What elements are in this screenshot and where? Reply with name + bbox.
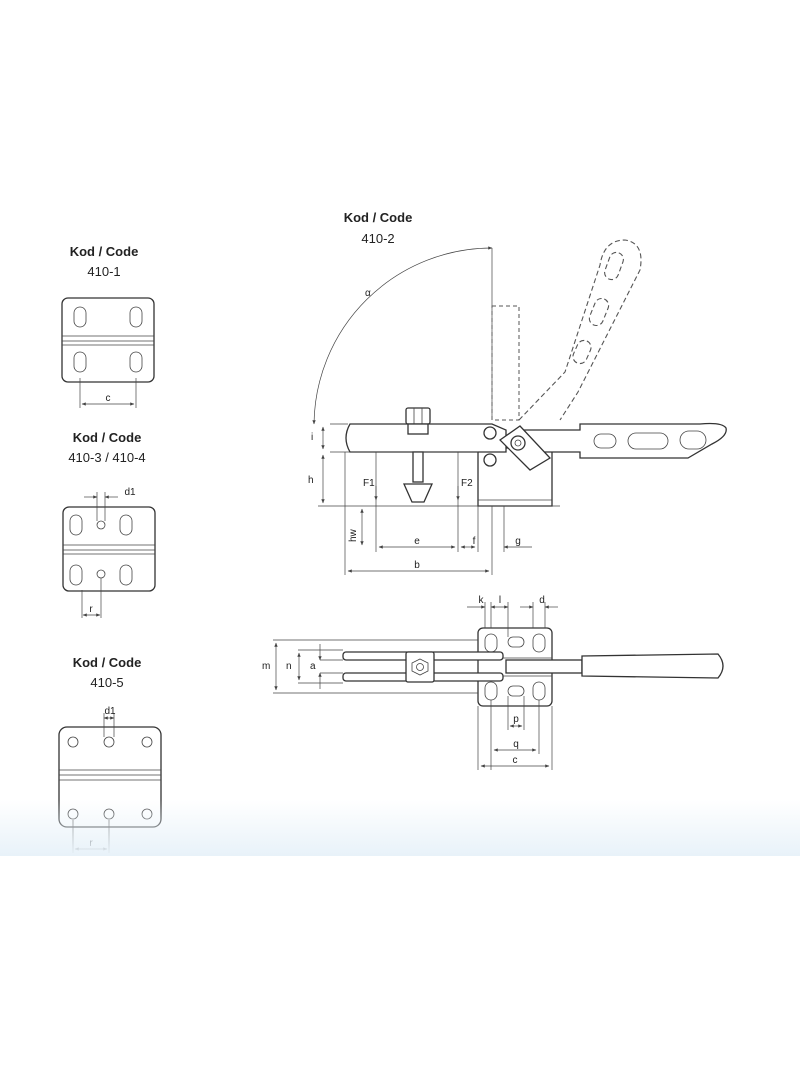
dim-label-b: b	[414, 560, 420, 571]
code-410-1: 410-1	[87, 264, 120, 279]
handle-shaft	[505, 659, 583, 674]
slot-hole	[69, 514, 83, 536]
slot-hole	[73, 351, 87, 373]
slot-hole	[507, 685, 525, 697]
clamp-handle	[517, 422, 727, 459]
round-hole	[141, 736, 153, 748]
base-plate	[61, 297, 155, 383]
dim-label-m: m	[262, 661, 270, 672]
pivot-pin	[483, 453, 497, 467]
dim-label-r: r	[89, 604, 93, 615]
plate-410-1: Kod / Code 410-1 c	[61, 244, 155, 408]
spindle-nut	[405, 651, 435, 683]
clamp-handle-grip	[581, 653, 724, 679]
round-hole	[67, 736, 79, 748]
spindle-shaft	[412, 451, 424, 483]
slot-hole	[129, 306, 143, 328]
dim-label-g: g	[515, 536, 521, 547]
round-hole	[103, 736, 115, 748]
dim-label-d: d	[539, 595, 545, 606]
dim-label-hw: hw	[348, 528, 359, 542]
dim-label-f: f	[473, 536, 476, 547]
dim-label-i: i	[311, 432, 313, 443]
swing-arc	[312, 246, 493, 425]
bottom-fade	[0, 800, 800, 856]
dim-label-a: a	[310, 661, 316, 672]
base-plate	[62, 506, 156, 592]
code-410-5: 410-5	[90, 675, 123, 690]
linkage	[498, 425, 552, 471]
dim-label-d1: d1	[124, 487, 136, 498]
angle-label-alpha: α	[365, 288, 371, 299]
heading-410-1: Kod / Code	[70, 244, 139, 259]
dim-label-p: p	[513, 714, 519, 725]
spindle-pad	[402, 483, 434, 503]
force-label-f1: F1	[363, 478, 375, 489]
pivot-pin	[510, 435, 526, 451]
pivot-pin	[483, 426, 497, 440]
phantom-bar	[491, 305, 520, 421]
dim-label-h: h	[308, 475, 314, 486]
code-410-2: 410-2	[361, 231, 394, 246]
slot-hole	[69, 564, 83, 586]
dim-label-c: c	[106, 393, 111, 404]
round-hole	[96, 520, 106, 530]
dim-label-e: e	[414, 536, 420, 547]
dim-label-k: k	[479, 595, 485, 606]
force-label-f2: F2	[461, 478, 473, 489]
phantom-handle	[518, 239, 642, 421]
slot-hole	[119, 564, 133, 586]
dim-label-d1: d1	[104, 706, 116, 717]
heading-410-5: Kod / Code	[73, 655, 142, 670]
code-410-3: 410-3 / 410-4	[68, 450, 145, 465]
slot-hole	[129, 351, 143, 373]
plate-410-3-410-4: Kod / Code 410-3 / 410-4 d1 r	[62, 430, 156, 618]
dim-label-l: l	[499, 595, 501, 606]
slot-hole	[532, 633, 546, 653]
side-view-410-2: Kod / Code 410-2 α	[308, 210, 727, 575]
heading-410-2: Kod / Code	[344, 210, 413, 225]
slot-hole	[73, 306, 87, 328]
heading-410-3: Kod / Code	[73, 430, 142, 445]
slot-hole	[507, 636, 525, 648]
spindle-nut	[405, 407, 431, 425]
slot-hole	[119, 514, 133, 536]
spindle-nut-lower	[407, 423, 429, 435]
dim-label-n: n	[286, 661, 292, 672]
top-view-410-2: m n a k l d p q c	[262, 595, 724, 770]
dim-label-c: c	[513, 755, 518, 766]
dim-label-q: q	[513, 739, 519, 750]
